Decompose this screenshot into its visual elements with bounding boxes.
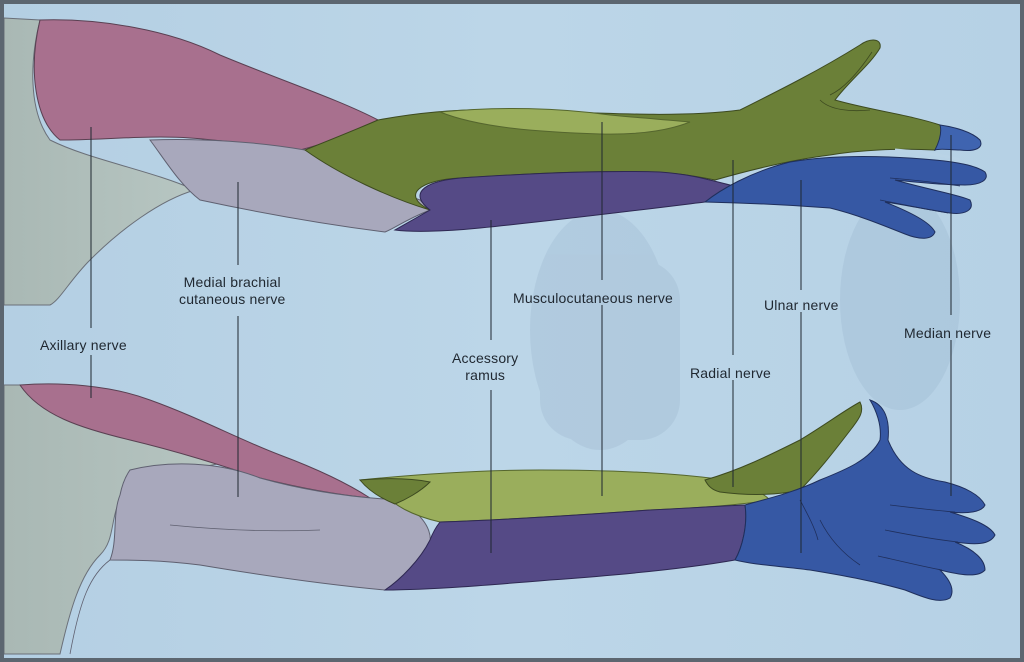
label-medial-brachial-line2: cutaneous nerve [179, 291, 286, 307]
upper-hand-blue-region [703, 155, 987, 239]
upper-fingertip-region [933, 124, 982, 151]
label-ulnar-nerve: Ulnar nerve [764, 297, 839, 313]
lower-hand-blue-region [734, 399, 996, 601]
label-accessory-line1: Accessory [452, 350, 519, 366]
upper-musculocutaneous-light-region [439, 107, 691, 135]
lower-radial-region [383, 504, 747, 591]
label-medial-brachial-line1: Medial brachial [183, 274, 281, 290]
label-medial-brachial-cutaneous-nerve: Medial brachial cutaneous nerve [179, 274, 286, 308]
leader-lines [90, 122, 952, 553]
upper-medial-brachial-region [149, 138, 431, 233]
label-accessory-line2: ramus [465, 367, 506, 383]
label-musculocutaneous-nerve: Musculocutaneous nerve [513, 290, 674, 306]
label-radial-nerve: Radial nerve [690, 365, 771, 381]
label-accessory-ramus: Accessory ramus [452, 350, 518, 384]
arm-innervation-diagram [4, 4, 1020, 658]
lower-arm [4, 383, 996, 655]
label-axillary-nerve: Axillary nerve [40, 337, 127, 353]
upper-axillary-region [33, 19, 380, 151]
lower-musculocutaneous-dark-region [359, 478, 432, 505]
lower-thumb-green-region [704, 401, 863, 495]
label-median-nerve: Median nerve [904, 325, 992, 341]
background-ghost-figure [530, 190, 960, 450]
upper-arm [4, 17, 987, 306]
